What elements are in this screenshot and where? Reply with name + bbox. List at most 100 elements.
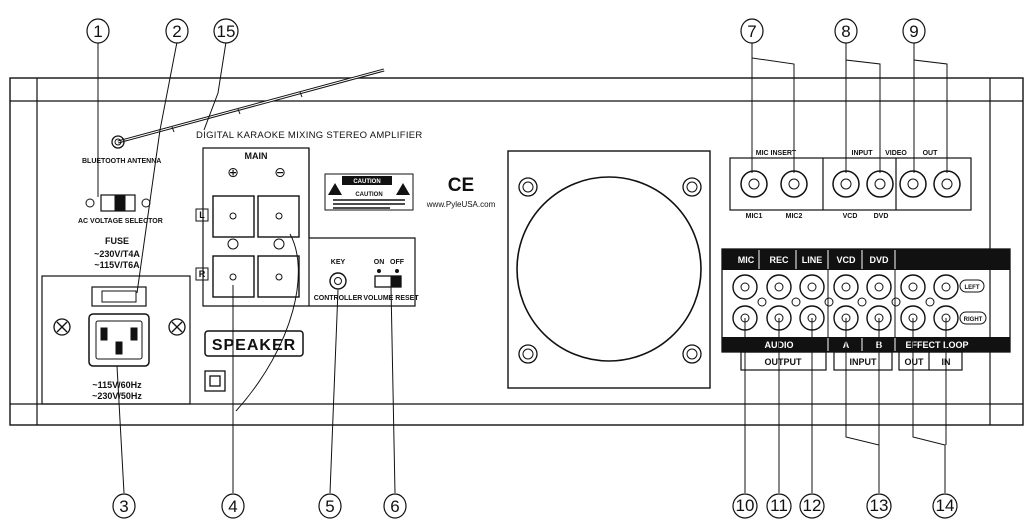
left-channel-mark: L: [199, 210, 205, 220]
callout-3: 3: [119, 497, 128, 516]
right-pill: [959, 311, 987, 325]
callout-6: 6: [390, 497, 399, 516]
video-out-label: OUT: [923, 150, 939, 157]
callout-circles: [86, 18, 958, 519]
speaker-label-box: [204, 330, 304, 357]
rca-hole: [891, 297, 901, 307]
audio-rca-panel: [721, 248, 1011, 353]
mic2-insert-jack[interactable]: [780, 170, 808, 198]
callout-1: 1: [93, 22, 102, 41]
main-label: MAIN: [245, 151, 268, 161]
rca-hole: [791, 297, 801, 307]
mic-insert-video-panel: [729, 157, 972, 211]
speaker-post: [275, 212, 283, 220]
vcd-video-input-jack[interactable]: [832, 170, 860, 198]
effect-loop-out-jack-top[interactable]: [900, 274, 926, 300]
callout-2: 2: [172, 22, 181, 41]
caution-header: CAUTION: [353, 179, 380, 185]
callout-12: 12: [803, 496, 822, 515]
mic-insert-label: MIC INSERT: [756, 150, 797, 157]
rec-out-jack-top[interactable]: [766, 274, 792, 300]
effect-out-group-label: OUT: [905, 357, 925, 367]
bluetooth-antenna: [111, 68, 385, 149]
callout-5: 5: [325, 497, 334, 516]
speaker-post: [275, 273, 283, 281]
rca-hole: [824, 297, 834, 307]
callout-9: 9: [909, 22, 918, 41]
off-dot: [395, 269, 399, 273]
left-pill: [959, 279, 985, 293]
rca-hole: [857, 297, 867, 307]
video-label: VIDEO: [885, 150, 907, 157]
double-insulation-symbol: [204, 370, 226, 392]
cooling-fan: [507, 150, 711, 389]
caution-label: [324, 173, 414, 211]
caution-sub: CAUTION: [355, 192, 382, 198]
callout-8: 8: [841, 22, 850, 41]
video-input-label: INPUT: [852, 150, 874, 157]
video-out-jack-1[interactable]: [899, 170, 927, 198]
dvd-video-input-jack[interactable]: [866, 170, 894, 198]
right-channel-mark: R: [199, 269, 206, 279]
speaker-post: [229, 212, 237, 220]
vcd-audio-input-jack-top[interactable]: [833, 274, 859, 300]
rca-hole: [757, 297, 767, 307]
ce-mark: CE: [448, 175, 474, 196]
mic2-label: MIC2: [786, 213, 803, 220]
right-channel-label: RIGHT: [964, 317, 983, 323]
callout-13: 13: [870, 496, 889, 515]
ac-power-inlet: [41, 275, 191, 405]
bottom-group-boxes: [740, 351, 963, 371]
mic-out-jack-top[interactable]: [732, 274, 758, 300]
ac-voltage-selector-switch[interactable]: [85, 194, 151, 212]
terminal-hole: [273, 238, 285, 250]
left-channel-mark-box: [195, 208, 209, 281]
audio-header-line: LINE: [802, 255, 823, 265]
output-group-label: OUTPUT: [765, 357, 803, 367]
speaker-terminal-block: [202, 147, 416, 307]
key-label: KEY: [331, 259, 346, 266]
panel-title: DIGITAL KARAOKE MIXING STEREO AMPLIFIER: [196, 130, 423, 141]
speaker-label: SPEAKER: [212, 337, 296, 354]
ac-rating-115: ~115V/60Hz: [92, 380, 142, 390]
ac-voltage-selector-label: AC VOLTAGE SELECTOR: [78, 218, 163, 225]
callout-leader-lines: [97, 41, 948, 494]
speaker-post: [229, 273, 237, 281]
speaker-terminal-left-minus[interactable]: [257, 195, 300, 238]
key-controller-jack[interactable]: [329, 272, 347, 290]
audio-footer-effect-loop: EFFECT LOOP: [906, 340, 969, 350]
on-label: ON: [374, 259, 385, 266]
callout-11: 11: [770, 496, 788, 515]
audio-header-rec: REC: [769, 255, 789, 265]
mic1-label: MIC1: [746, 213, 763, 220]
dvd-audio-input-jack-top[interactable]: [866, 274, 892, 300]
callout-4: 4: [228, 497, 237, 516]
line-out-jack-top[interactable]: [799, 274, 825, 300]
speaker-terminal-left-plus[interactable]: [212, 195, 255, 238]
fuse-heading: FUSE: [105, 236, 129, 246]
bluetooth-antenna-label: BLUETOOTH ANTENNA: [82, 158, 161, 165]
fuse-rating-115: ~115V/T6A: [94, 260, 140, 270]
callout-10: 10: [736, 496, 755, 515]
left-channel-label: LEFT: [965, 285, 980, 291]
ac-rating-230: ~230V/50Hz: [92, 391, 142, 401]
effect-loop-in-jack-top[interactable]: [933, 274, 959, 300]
minus-terminal-mark: ⊖: [274, 164, 286, 180]
fuse-rating-230: ~230V/T4A: [94, 249, 140, 259]
callout-7: 7: [747, 22, 756, 41]
audio-header-dvd: DVD: [869, 255, 889, 265]
website-label: www.PyleUSA.com: [426, 200, 496, 209]
off-label: OFF: [390, 259, 405, 266]
mic1-insert-jack[interactable]: [740, 170, 768, 198]
audio-header-mic: MIC: [738, 255, 755, 265]
rca-hole: [925, 297, 935, 307]
speaker-terminal-right-minus[interactable]: [257, 255, 300, 298]
terminal-hole: [227, 238, 239, 250]
volume-reset-switch[interactable]: [374, 275, 402, 288]
dvd-video-label: DVD: [874, 213, 889, 220]
on-dot: [377, 269, 381, 273]
video-out-jack-2[interactable]: [933, 170, 961, 198]
audio-header-vcd: VCD: [836, 255, 856, 265]
callout-14: 14: [936, 496, 955, 515]
